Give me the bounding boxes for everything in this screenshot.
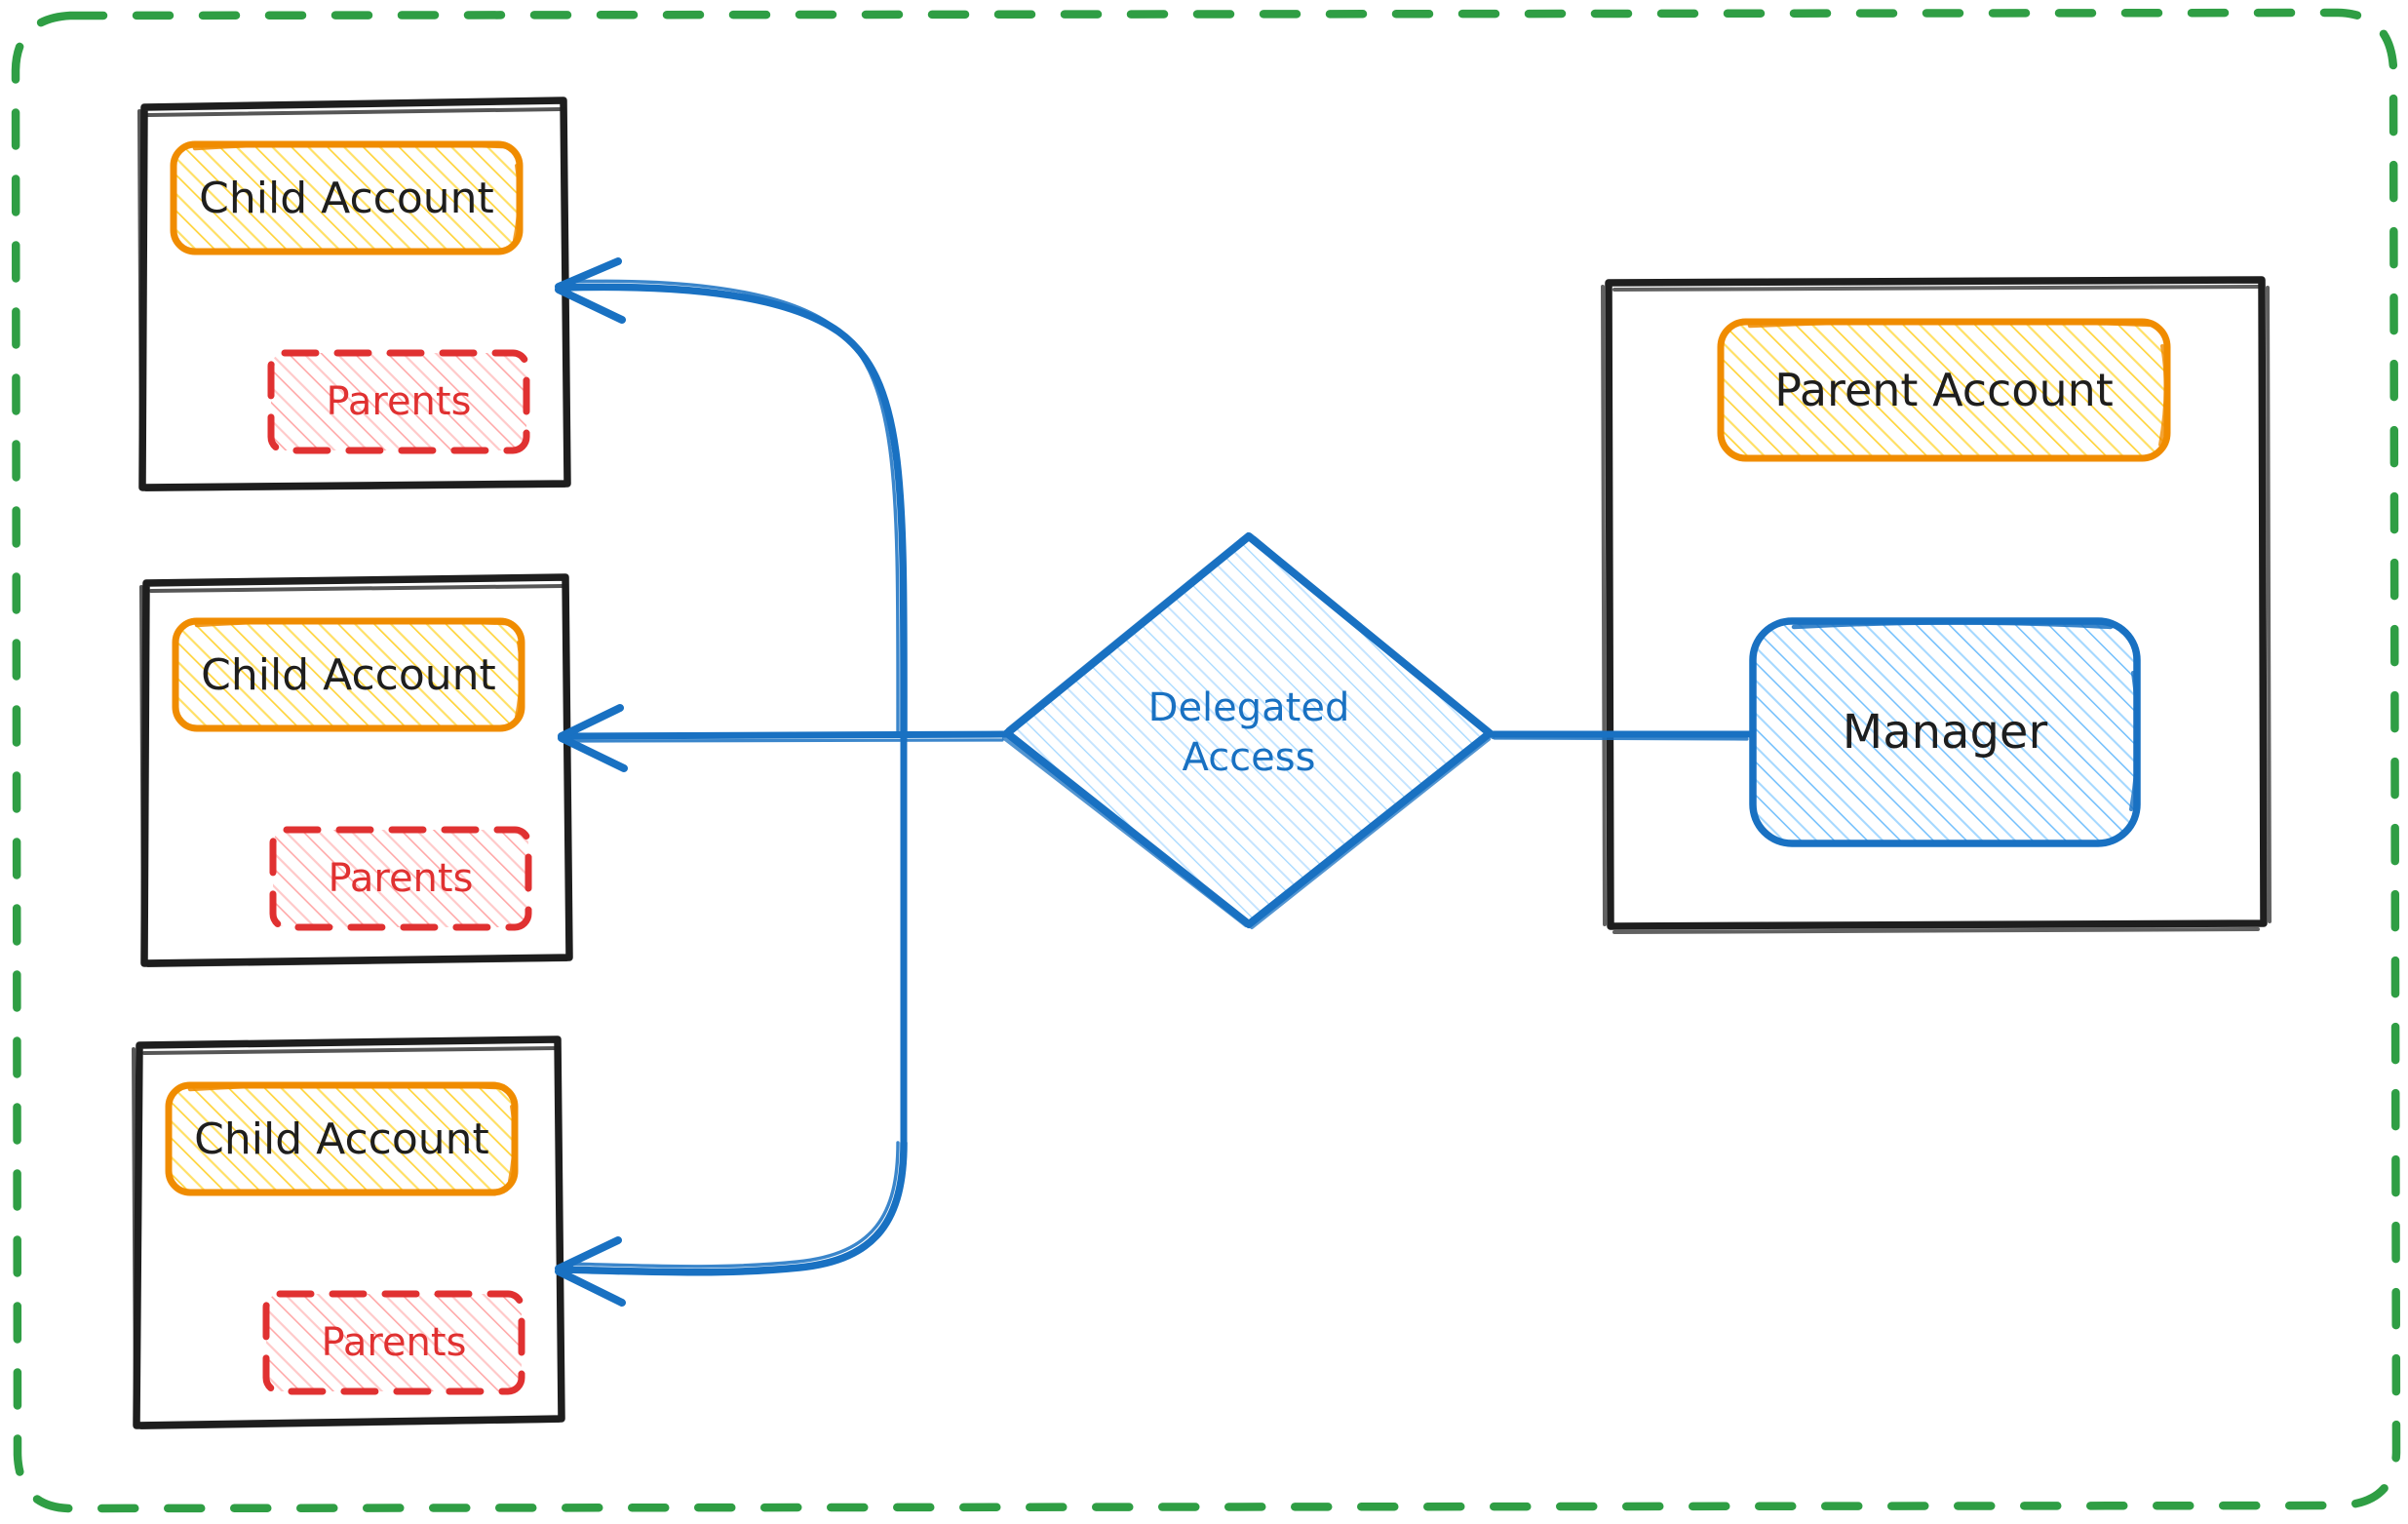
child-account-box-1[interactable] bbox=[156, 127, 546, 273]
child-account-box-2[interactable] bbox=[158, 605, 548, 751]
edge-branch-stem bbox=[900, 731, 908, 1147]
edge-manager-to-delegated[interactable] bbox=[1488, 730, 1754, 741]
parent-account-box[interactable] bbox=[1706, 307, 2194, 478]
parents-box-2[interactable] bbox=[263, 818, 546, 945]
child-account-box-3[interactable] bbox=[151, 1069, 541, 1215]
edge-delegated-to-child-3[interactable] bbox=[555, 1139, 908, 1307]
manager-box[interactable] bbox=[1745, 609, 2155, 853]
delegated-access-node[interactable] bbox=[994, 527, 1501, 936]
parents-box-1[interactable] bbox=[261, 341, 544, 468]
parents-box-3[interactable] bbox=[256, 1282, 539, 1409]
edge-delegated-to-child-1[interactable] bbox=[555, 257, 908, 739]
edge-delegated-to-child-2[interactable] bbox=[558, 704, 1010, 772]
organization-boundary bbox=[11, 8, 2401, 1513]
